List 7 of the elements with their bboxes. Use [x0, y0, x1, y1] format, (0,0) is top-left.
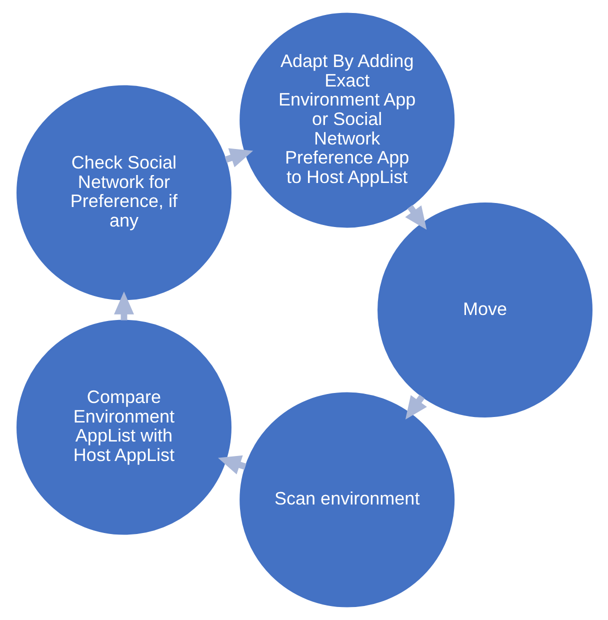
node-circle: Scan environment: [239, 392, 454, 608]
node-circle: Adapt By Adding Exact Environment App or Social Network Preference App to Host AppList: [239, 12, 454, 228]
arrow: [114, 292, 134, 320]
node-circle: Check Social Network for Preference, if any: [16, 85, 231, 300]
arrow: [218, 455, 246, 474]
arrow: [224, 148, 253, 168]
node-circle: Compare Environment AppList with Host AppList: [16, 320, 231, 535]
